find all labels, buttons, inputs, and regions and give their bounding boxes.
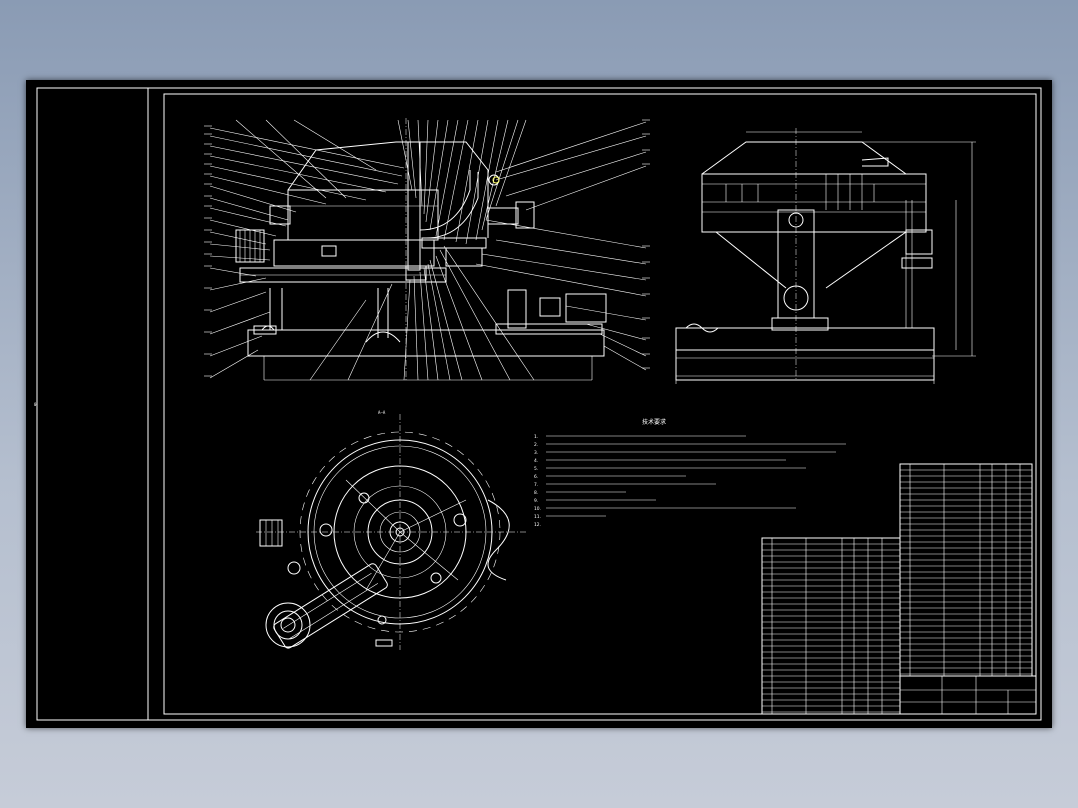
tech-note-1: 1. xyxy=(534,434,538,440)
tech-requirements-title: 技术要求 xyxy=(642,418,666,426)
tech-note-6: 6. xyxy=(534,474,538,480)
tech-note-7: 7. xyxy=(534,482,538,488)
section-label: A—A xyxy=(378,410,386,415)
tech-requirements: 技术要求 1. 2. 3. 4. 5. 6. 7. 8. 9. 10. 11. … xyxy=(534,418,846,528)
tech-note-11: 11. xyxy=(534,514,541,520)
left-margin-mark: 0 xyxy=(34,402,37,407)
tech-note-8: 8. xyxy=(534,490,538,496)
outer-border xyxy=(36,87,1042,721)
tech-note-5: 5. xyxy=(534,466,538,472)
plan-view: A—A xyxy=(256,410,526,650)
front-section-view xyxy=(204,118,650,381)
tech-note-2: 2. xyxy=(534,442,538,448)
cad-drawing: 0 xyxy=(34,87,1042,721)
tech-note-scribbles xyxy=(546,435,846,517)
tech-note-3: 3. xyxy=(534,450,538,456)
tech-note-4: 4. xyxy=(534,458,538,464)
drawing-frame xyxy=(163,93,1037,715)
parts-list xyxy=(761,463,1037,715)
tech-note-9: 9. xyxy=(534,498,538,504)
side-view xyxy=(675,128,976,384)
tech-note-12: 12. xyxy=(534,522,541,528)
drawing-canvas[interactable]: 0 xyxy=(26,80,1052,728)
tech-note-10: 10. xyxy=(534,506,541,512)
